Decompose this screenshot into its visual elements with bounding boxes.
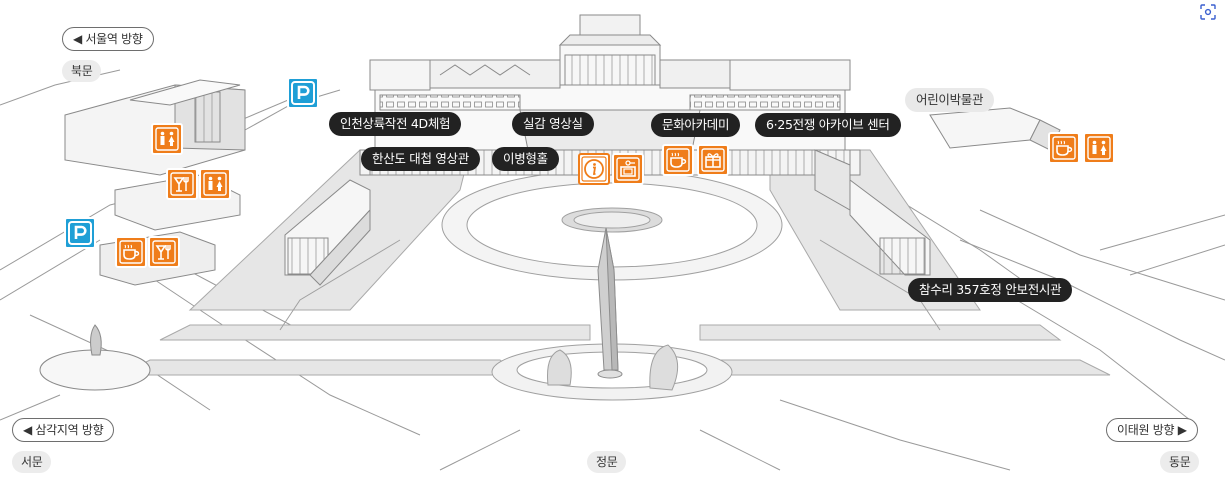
parking-icon[interactable] (287, 77, 319, 109)
direction-itaewon[interactable]: 이태원 방향 ▶ (1106, 418, 1198, 442)
restroom-icon[interactable] (151, 123, 183, 155)
exhibit-label-chamsuri-357[interactable]: 참수리 357호정 안보전시관 (908, 278, 1073, 302)
restroom-icon[interactable] (1083, 132, 1115, 164)
direction-samgakji-station[interactable]: ◀ 삼각지역 방향 (12, 418, 115, 442)
cafe-icon[interactable] (1048, 132, 1080, 164)
gift-shop-icon[interactable] (697, 144, 729, 176)
restaurant-icon[interactable] (166, 168, 198, 200)
direction-seoul-station[interactable]: ◀ 서울역 방향 (62, 27, 154, 51)
parking-icon[interactable] (64, 217, 96, 249)
exhibit-label-625-archive[interactable]: 6·25전쟁 아카이브 센터 (755, 113, 901, 137)
exhibit-label-children-museum[interactable]: 어린이박물관 (905, 88, 995, 112)
exhibit-label-leebyunghyung-hall[interactable]: 이병형홀 (492, 147, 559, 171)
gate-north[interactable]: 북문 (62, 60, 102, 82)
exhibit-label-immersive-theater[interactable]: 실감 영상실 (512, 112, 594, 136)
screenshot-icon[interactable] (1198, 2, 1218, 22)
locker-icon[interactable] (612, 153, 644, 185)
restaurant-icon[interactable] (148, 236, 180, 268)
exhibit-label-incheon-4d[interactable]: 인천상륙작전 4D체험 (329, 112, 462, 136)
cafe-icon[interactable] (115, 236, 147, 268)
exhibit-label-hansando-theater[interactable]: 한산도 대첩 영상관 (361, 147, 480, 171)
cafe-icon[interactable] (662, 144, 694, 176)
restroom-icon[interactable] (199, 168, 231, 200)
gate-east[interactable]: 동문 (1160, 451, 1200, 473)
gate-west[interactable]: 서문 (12, 451, 52, 473)
information-icon[interactable] (578, 153, 610, 185)
exhibit-label-culture-academy[interactable]: 문화아카데미 (651, 113, 741, 137)
gate-main[interactable]: 정문 (587, 451, 627, 473)
